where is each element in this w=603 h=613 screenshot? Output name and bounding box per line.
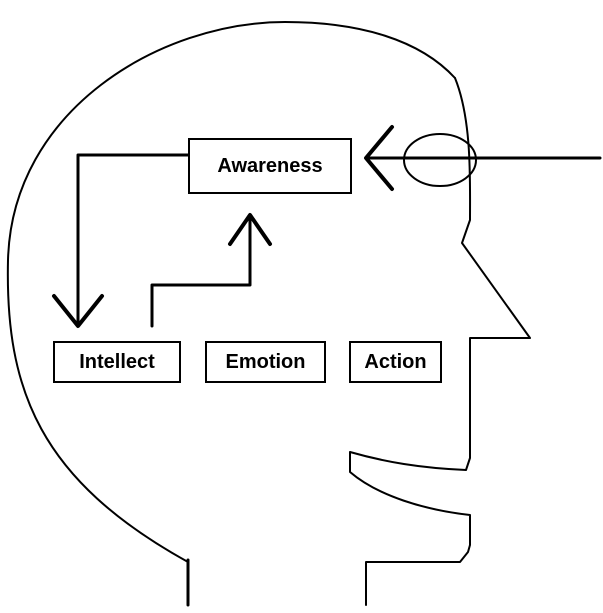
action-label: Action	[364, 352, 426, 372]
intellect-to-awareness-line	[152, 215, 250, 326]
awareness-label: Awareness	[217, 156, 322, 176]
intellect-label: Intellect	[79, 352, 155, 372]
head-outline-back	[8, 22, 455, 562]
awareness-box: Awareness	[188, 138, 352, 194]
emotion-label: Emotion	[226, 352, 306, 372]
emotion-box: Emotion	[205, 341, 326, 383]
intellect-box: Intellect	[53, 341, 181, 383]
action-box: Action	[349, 341, 442, 383]
eye	[404, 134, 476, 186]
awareness-to-intellect-line	[78, 155, 188, 326]
